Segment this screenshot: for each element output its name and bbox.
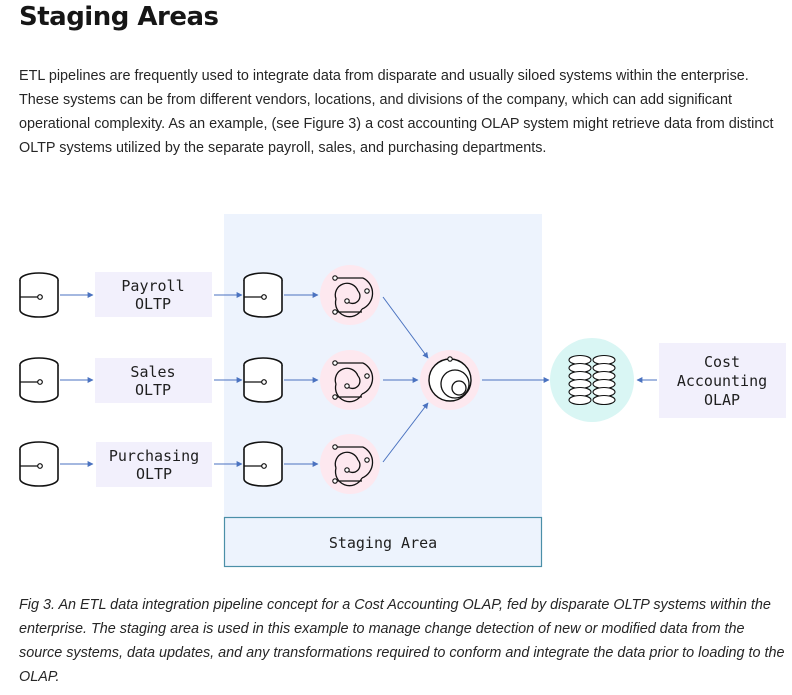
staging-area-label-box xyxy=(223,516,543,568)
database-icon xyxy=(243,357,283,403)
intro-paragraph: ETL pipelines are frequently used to int… xyxy=(19,68,774,156)
target-label-box xyxy=(659,343,786,418)
change-detection-icon xyxy=(319,349,381,411)
flow-arrow xyxy=(382,402,429,463)
database-icon xyxy=(243,441,283,487)
source-label-line2: OLTP xyxy=(135,381,171,399)
database-icon xyxy=(19,441,59,487)
merge-icon xyxy=(420,350,480,410)
database-icon xyxy=(19,272,59,318)
source-label-line2: OLTP xyxy=(136,465,172,483)
olap-cube-icon xyxy=(550,338,634,422)
source-row-sales: Sales OLTP xyxy=(19,349,381,411)
source-label-line1: Purchasing xyxy=(109,447,199,465)
source-label-line1: Payroll xyxy=(121,277,184,295)
figure-caption: Fig 3. An ETL data integration pipeline … xyxy=(19,597,785,685)
database-icon xyxy=(243,272,283,318)
change-detection-icon xyxy=(319,433,381,495)
source-label-box xyxy=(95,358,212,403)
source-label-box xyxy=(95,272,212,317)
staging-area-label: Staging Area xyxy=(329,534,437,552)
target-label-line3: OLAP xyxy=(704,391,740,409)
target-label-line1: Cost xyxy=(704,353,740,371)
page-title: Staging Areas xyxy=(19,2,219,32)
flow-arrow xyxy=(382,296,429,359)
source-label-box xyxy=(96,442,212,487)
source-label-line1: Sales xyxy=(130,363,175,381)
database-icon xyxy=(19,357,59,403)
source-label-line2: OLTP xyxy=(135,295,171,313)
change-detection-icon xyxy=(319,264,381,326)
etl-diagram: Staging Area Payroll OLTP Sales OLTP Pur… xyxy=(19,214,786,568)
source-row-payroll: Payroll OLTP xyxy=(19,264,381,326)
source-row-purchasing: Purchasing OLTP xyxy=(19,433,381,495)
target-label-line2: Accounting xyxy=(677,372,767,390)
